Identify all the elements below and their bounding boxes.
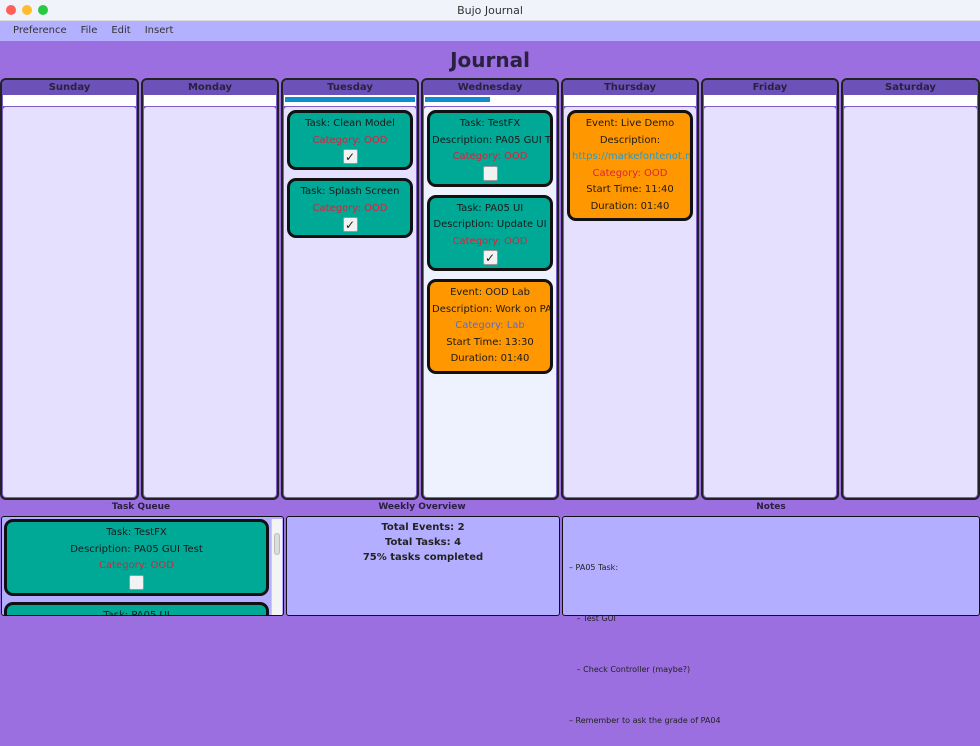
task-complete-checkbox[interactable]: ✓ xyxy=(342,217,358,232)
notes-textarea[interactable]: – PA05 Task: – Test GUI – Check Controll… xyxy=(562,516,980,725)
day-column-saturday: Saturday xyxy=(841,78,980,500)
menu-edit[interactable]: Edit xyxy=(111,25,131,36)
task-category: Category: OOD xyxy=(99,560,174,571)
task-title: Task: TestFX xyxy=(459,118,521,129)
menu-bar: Preference File Edit Insert xyxy=(0,21,980,41)
event-description: Description: xyxy=(599,134,661,146)
task-card[interactable]: Task: PA05 UI Description: Update UI Categ… xyxy=(427,194,553,271)
task-title: Task: Splash Screen xyxy=(300,186,400,197)
event-duration: Duration: 01:40 xyxy=(590,200,670,212)
task-complete-checkbox[interactable]: ✓ xyxy=(342,149,358,164)
day-column-wednesday: Wednesday Task: TestFX Description: PA05 … xyxy=(421,78,559,500)
day-column-monday: Monday xyxy=(141,78,279,500)
day-name: Saturday xyxy=(843,80,978,95)
minimize-button[interactable] xyxy=(22,5,32,15)
queue-task-card[interactable]: Task: TestFX Description: PA05 GUI Test … xyxy=(4,519,269,596)
task-complete-checkbox[interactable] xyxy=(482,165,498,181)
queue-task-card[interactable]: Task: PA05 UI xyxy=(4,601,269,616)
zoom-button[interactable] xyxy=(38,5,48,15)
task-description: Description: PA05 GUI Test xyxy=(432,134,553,146)
event-description: Description: Work on PA05 xyxy=(432,303,553,315)
task-description: Description: Update UI xyxy=(433,219,547,230)
menu-file[interactable]: File xyxy=(80,25,98,36)
task-queue-panel: Task: TestFX Description: PA05 GUI Test … xyxy=(1,516,284,616)
total-tasks: Total Tasks: 4 xyxy=(384,537,462,548)
day-body xyxy=(844,107,977,497)
day-progress-bar xyxy=(424,95,556,106)
close-button[interactable] xyxy=(6,5,16,15)
day-progress-bar xyxy=(144,95,276,106)
task-title: Task: PA05 UI xyxy=(456,202,524,214)
progress-fill xyxy=(285,97,415,102)
task-description: Description: PA05 GUI Test xyxy=(70,543,203,555)
day-progress-bar xyxy=(704,95,836,106)
day-body xyxy=(3,107,136,497)
day-body xyxy=(144,107,276,497)
menu-preference[interactable]: Preference xyxy=(13,25,67,36)
day-progress-bar xyxy=(844,95,977,106)
total-events: Total Events: 2 xyxy=(381,522,465,533)
note-line: – Test GUI xyxy=(569,614,616,623)
menu-insert[interactable]: Insert xyxy=(144,25,174,36)
title-bar: Bujo Journal xyxy=(0,0,980,21)
page-title: Journal xyxy=(450,48,530,72)
day-progress-bar xyxy=(284,95,416,106)
task-category: Category: OOD xyxy=(312,134,388,146)
task-category: Category: OOD xyxy=(312,202,388,214)
task-category: Category: OOD xyxy=(452,151,528,162)
task-complete-checkbox[interactable]: ✓ xyxy=(482,250,498,265)
day-name: Tuesday xyxy=(283,80,417,95)
note-line: – Remember to ask the grade of PA04 xyxy=(569,716,721,725)
day-name: Monday xyxy=(143,80,277,95)
tasks-completed: 75% tasks completed xyxy=(362,552,484,563)
task-category: Category: OOD xyxy=(452,235,528,247)
notes-label: Notes xyxy=(756,502,786,512)
day-name: Friday xyxy=(703,80,837,95)
description-link[interactable]: https://markefontenot.n... xyxy=(572,151,693,162)
event-duration: Duration: 01:40 xyxy=(450,353,530,364)
weekly-overview-panel: Total Events: 2 Total Tasks: 4 75% tasks… xyxy=(286,516,560,616)
event-category: Category: Lab xyxy=(455,320,525,331)
event-title: Event: OOD Lab xyxy=(450,287,530,298)
day-name: Sunday xyxy=(2,80,137,95)
day-body xyxy=(704,107,836,497)
day-progress-bar xyxy=(564,95,696,106)
weekly-overview-label: Weekly Overview xyxy=(378,502,466,512)
queue-scrollbar[interactable] xyxy=(271,519,282,615)
task-title: Task: PA05 UI xyxy=(103,609,170,616)
day-column-sunday: Sunday xyxy=(0,78,139,500)
scrollbar-thumb[interactable] xyxy=(274,533,280,555)
task-queue-label: Task Queue xyxy=(111,502,171,512)
note-line: – Check Controller (maybe?) xyxy=(569,665,691,674)
day-name: Thursday xyxy=(563,80,697,95)
day-name: Wednesday xyxy=(423,80,557,95)
window-title: Bujo Journal xyxy=(457,4,523,17)
day-progress-bar xyxy=(3,95,136,106)
task-title: Task: TestFX xyxy=(106,527,167,538)
task-title: Task: Clean Model xyxy=(305,118,395,129)
task-complete-checkbox[interactable] xyxy=(129,574,144,590)
event-category: Category: OOD xyxy=(592,167,668,179)
event-start-time: Start Time: 11:40 xyxy=(586,184,674,195)
progress-fill xyxy=(425,97,490,102)
day-column-friday: Friday xyxy=(701,78,839,500)
note-line: – PA05 Task: xyxy=(569,563,619,572)
event-title: Event: Live Demo xyxy=(585,118,675,129)
event-start-time: Start Time: 13:30 xyxy=(446,336,534,348)
